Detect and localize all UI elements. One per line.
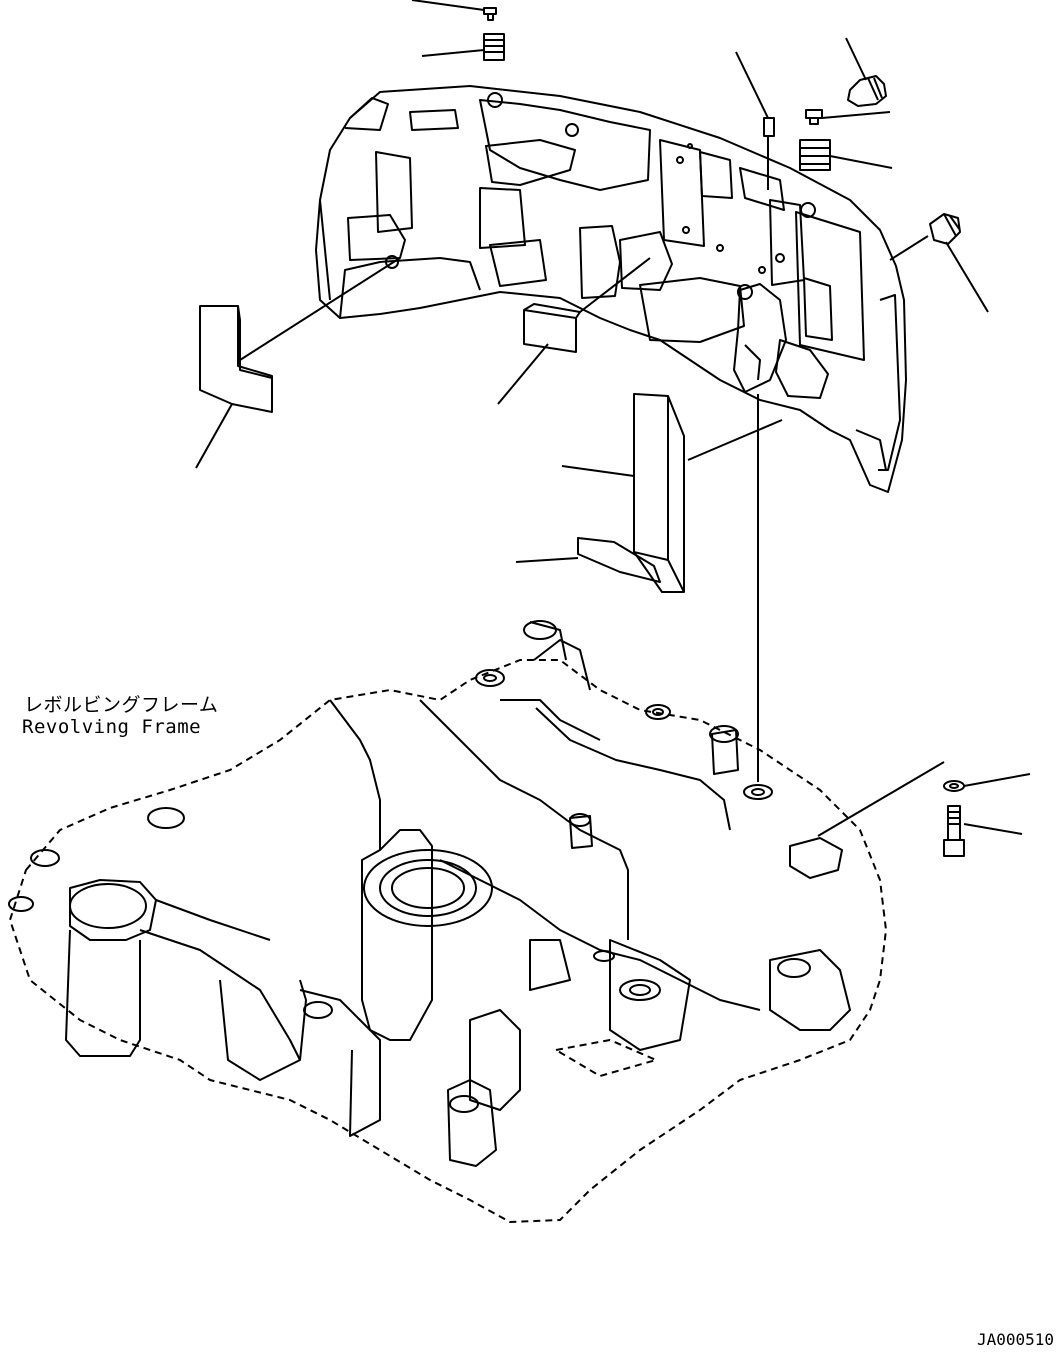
washer-lower xyxy=(943,773,1031,792)
bolt-lower xyxy=(817,761,1023,857)
tall-plate xyxy=(561,393,783,593)
figure-code: JA000510 xyxy=(976,1330,1054,1349)
small-block xyxy=(497,257,651,405)
part-name-english: Revolving Frame xyxy=(22,716,202,738)
part-name-japanese: レボルビングフレーム xyxy=(24,694,219,716)
counterweight xyxy=(315,85,907,493)
l-shaped-plate xyxy=(195,257,401,469)
spring-washer-right xyxy=(799,139,893,171)
bolt-top xyxy=(411,0,497,21)
pin-small xyxy=(735,51,775,190)
revolving-frame xyxy=(8,620,887,1223)
bolt-right xyxy=(805,109,891,125)
spring-washer-top xyxy=(421,33,505,61)
bent-plate xyxy=(515,537,661,583)
plug-right-top xyxy=(845,37,887,107)
plug-right-side xyxy=(889,213,989,313)
